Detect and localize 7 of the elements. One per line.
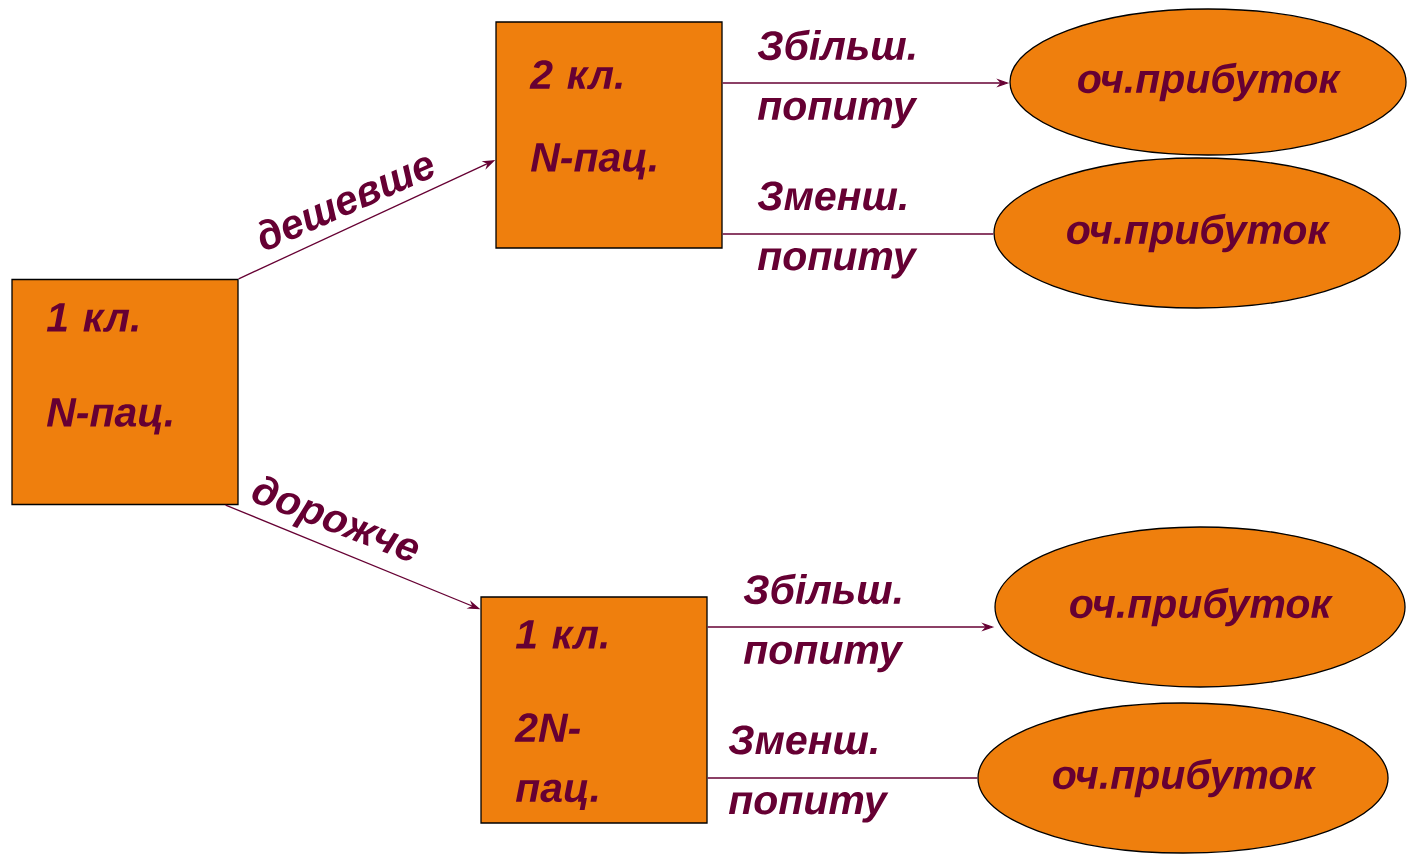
process-box: 2 кл. N-пац. — [495, 21, 723, 249]
process-box: 1 кл. 2N- пац. — [480, 596, 708, 824]
edge-label: Зменш. попиту — [757, 181, 918, 279]
edge-label: Зменш. попиту — [728, 725, 889, 823]
process-box: 1 кл. N-пац. — [11, 278, 239, 506]
edge-label: Збільш. попиту — [757, 29, 918, 129]
edge-label: Збільш. попиту — [743, 573, 904, 673]
